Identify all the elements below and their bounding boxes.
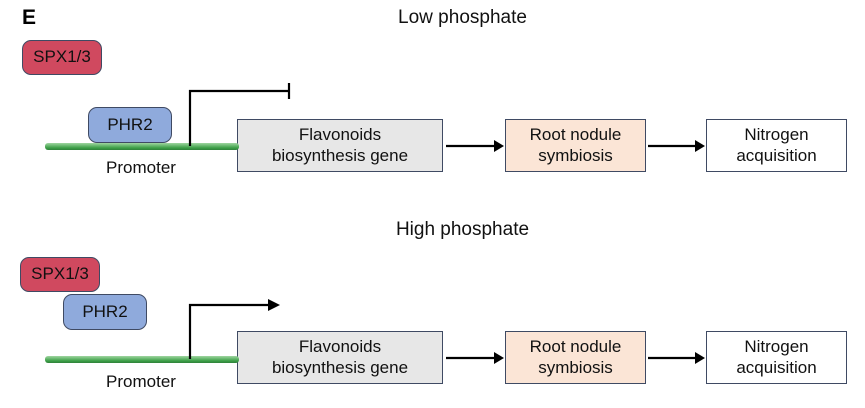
phr2-protein-box-high: PHR2 (63, 294, 147, 330)
flow-arrow-symbiosis-to-nitrogen-low (648, 140, 705, 152)
flow-arrow-gene-to-symbiosis-high (446, 352, 504, 364)
spx-protein-box-high: SPX1/3 (20, 257, 100, 292)
root-nodule-symbiosis-box-high: Root nodule symbiosis (505, 331, 646, 384)
nitrogen-acquisition-box-low: Nitrogen acquisition (706, 119, 847, 172)
promoter-label-low: Promoter (106, 158, 176, 177)
panel-label: E (22, 6, 37, 29)
flavonoids-gene-box-low: Flavonoids biosynthesis gene (237, 119, 443, 172)
promoter-dna-line-low (45, 143, 239, 150)
nitrogen-acquisition-box-high: Nitrogen acquisition (706, 331, 847, 384)
promoter-dna-line-high (45, 356, 239, 363)
low-phosphate-title: Low phosphate (398, 7, 527, 28)
root-nodule-symbiosis-box-low: Root nodule symbiosis (505, 119, 646, 172)
flow-arrow-gene-to-symbiosis-low (446, 140, 504, 152)
phr2-protein-box-low: PHR2 (88, 107, 172, 143)
flavonoids-gene-box-high: Flavonoids biosynthesis gene (237, 331, 443, 384)
flow-arrow-symbiosis-to-nitrogen-high (648, 352, 705, 364)
promoter-label-high: Promoter (106, 372, 176, 391)
spx-protein-box-low: SPX1/3 (22, 40, 102, 75)
high-phosphate-title: High phosphate (395, 219, 530, 240)
